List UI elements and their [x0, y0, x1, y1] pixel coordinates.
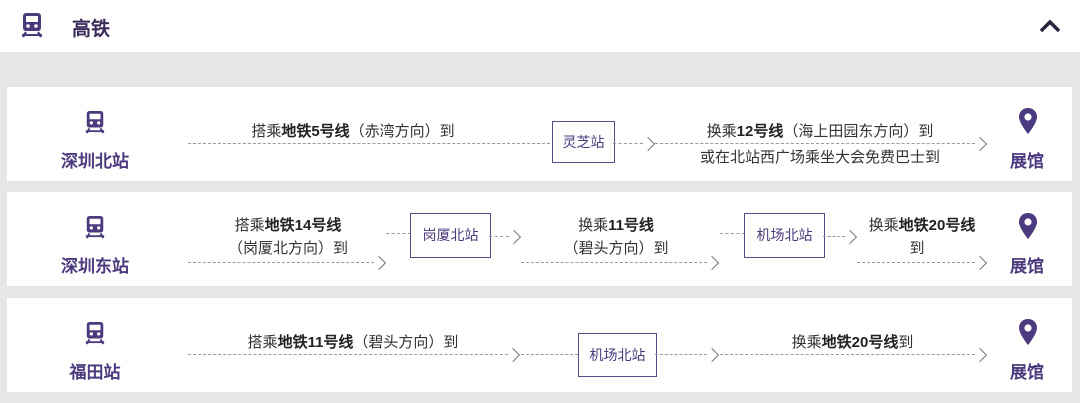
route-step-line2: （岗厦北方向）到 — [227, 240, 348, 257]
location-pin-icon — [1019, 108, 1037, 134]
arrow — [655, 136, 988, 152]
transfer-station: 灵芝站 — [552, 121, 615, 163]
arrow — [613, 136, 656, 152]
section-title: 高铁 — [72, 19, 111, 40]
arrow — [655, 347, 720, 363]
route-step-alt: 或在北站西广场乘坐大会免费巴士到 — [699, 149, 940, 166]
route-origin: 深圳东站 — [43, 192, 147, 286]
route-step: 搭乘地铁11号线（碧头方向）到 — [247, 334, 459, 351]
transfer-station: 机场北站 — [578, 333, 657, 377]
chevron-up-icon[interactable] — [1038, 18, 1062, 39]
route-destination: 展馆 — [997, 192, 1057, 286]
connector-line — [720, 230, 745, 236]
location-pin-icon — [1019, 213, 1037, 239]
train-icon — [85, 111, 105, 134]
arrow — [720, 347, 988, 363]
route-destination: 展馆 — [997, 87, 1057, 181]
route-card-shenzhen-east: 深圳东站 搭乘地铁14号线 （岗厦北方向）到 岗厦北站 换乘11号线 （碧头方向… — [7, 192, 1072, 286]
connector-line — [521, 351, 578, 357]
arrow — [188, 347, 521, 363]
route-card-futian: 福田站 搭乘地铁11号线（碧头方向）到 机场北站 换乘地铁20号线到 展馆 — [7, 298, 1072, 392]
route-card-shenzhen-north: 深圳北站 搭乘地铁5号线（赤湾方向）到 灵芝站 换乘12号线（海上田园东方向）到… — [7, 87, 1072, 181]
route-step: 换乘12号线（海上田园东方向）到 — [706, 123, 934, 140]
train-icon — [85, 216, 105, 239]
arrow — [489, 229, 522, 245]
destination-name: 展馆 — [1010, 363, 1044, 382]
transfer-station: 机场北站 — [744, 213, 825, 258]
route-step-line2: （碧头方向）到 — [563, 240, 669, 257]
transfer-station: 岗厦北站 — [410, 213, 491, 258]
origin-name: 深圳北站 — [61, 152, 129, 171]
route-origin: 福田站 — [43, 298, 147, 392]
origin-name: 福田站 — [69, 363, 121, 382]
route-step: 搭乘地铁5号线（赤湾方向）到 — [251, 123, 455, 140]
route-destination: 展馆 — [997, 298, 1057, 392]
arrow — [188, 142, 550, 154]
route-step-line2: 到 — [909, 240, 925, 257]
destination-name: 展馆 — [1010, 257, 1044, 276]
route-step: 换乘11号线 — [578, 217, 654, 234]
section-header[interactable]: 高铁 — [0, 0, 1080, 52]
train-icon — [20, 12, 44, 43]
arrow — [857, 255, 988, 271]
connector-line — [386, 230, 411, 236]
arrow — [521, 255, 720, 271]
route-origin: 深圳北站 — [43, 87, 147, 181]
route-step: 搭乘地铁14号线 — [234, 217, 342, 234]
train-icon — [85, 322, 105, 345]
destination-name: 展馆 — [1010, 152, 1044, 171]
arrow — [188, 255, 387, 271]
route-step: 换乘地铁20号线 — [868, 217, 976, 234]
origin-name: 深圳东站 — [61, 257, 129, 276]
location-pin-icon — [1019, 319, 1037, 345]
arrow — [823, 229, 858, 245]
route-step: 换乘地铁20号线到 — [791, 334, 914, 351]
